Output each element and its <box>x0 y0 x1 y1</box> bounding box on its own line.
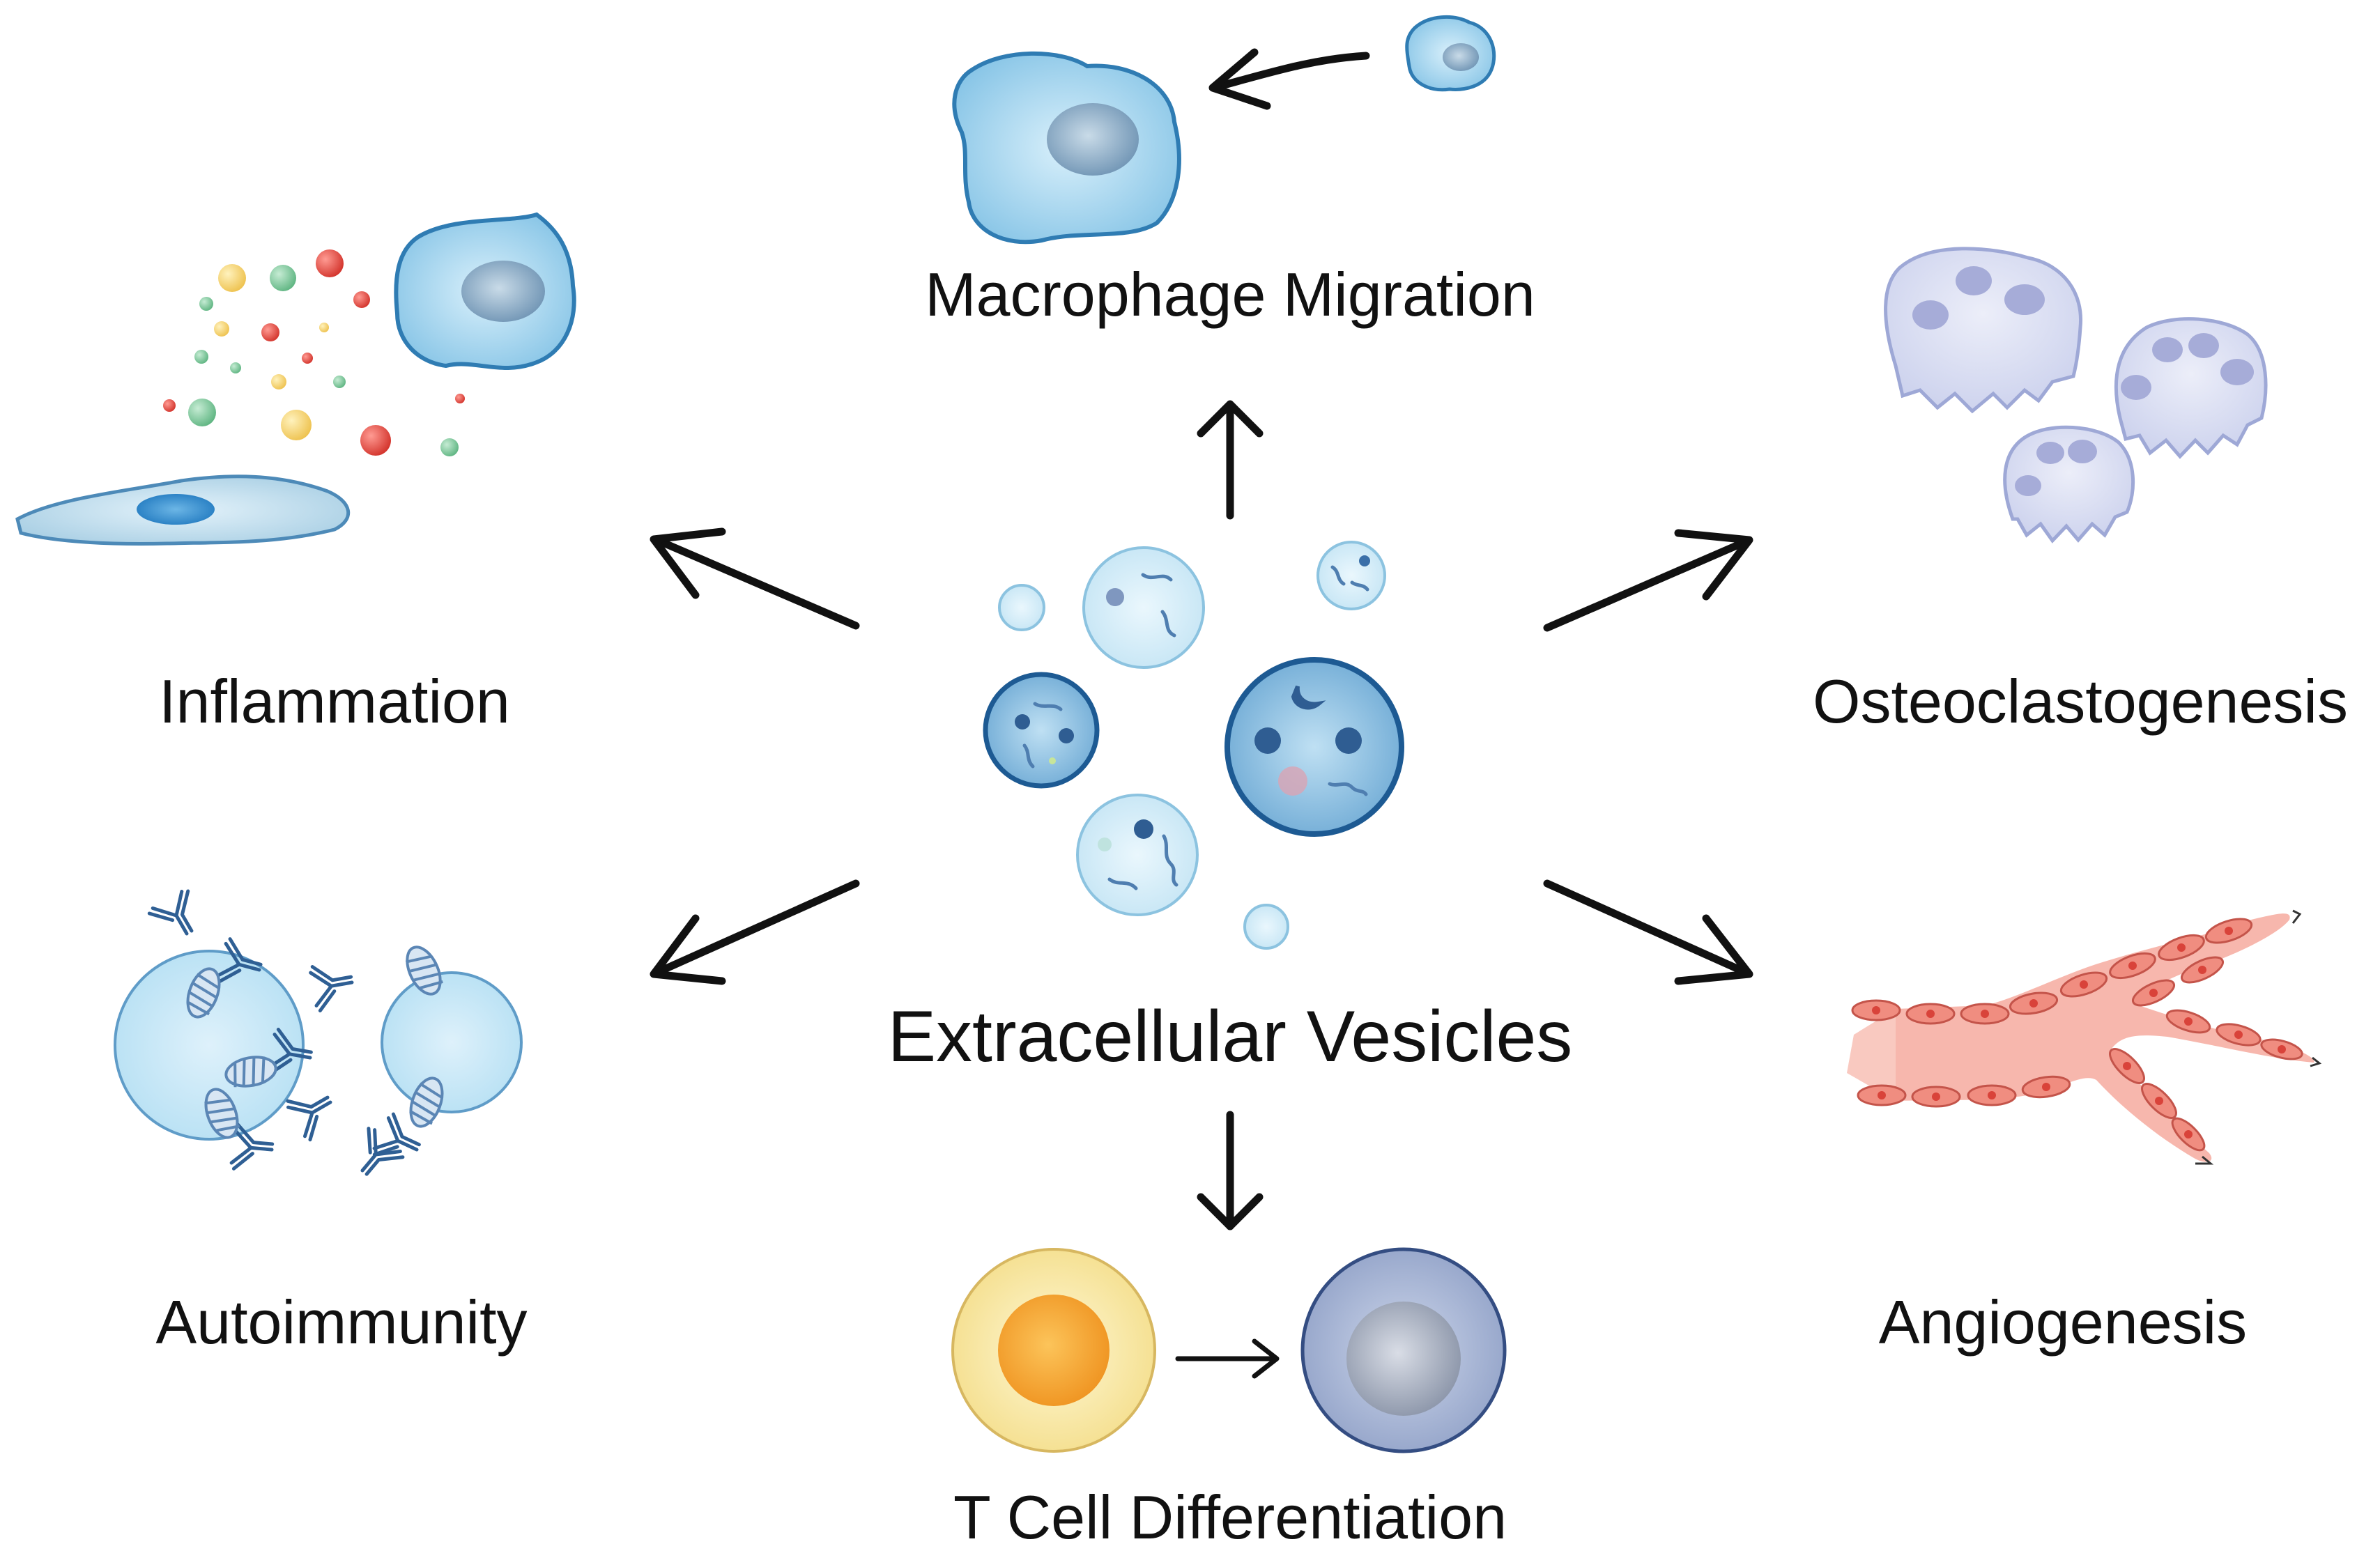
small-macrophage-icon <box>1405 15 1496 92</box>
t-cell-differentiation-label: T Cell Differentiation <box>953 1483 1507 1552</box>
macrophage-migration-label: Macrophage Migration <box>925 260 1535 329</box>
arrow-to-t-cell-differentiation <box>1197 1111 1264 1230</box>
angiogenesis-panel: Angiogenesis <box>1847 909 2322 1357</box>
arrow-to-angiogenesis <box>1543 879 1753 985</box>
cytokines-icon <box>163 249 465 456</box>
migration-arrow <box>1208 48 1370 110</box>
target-cell-icon-right <box>381 971 523 1113</box>
arrow-to-macrophage-migration <box>1197 400 1264 520</box>
extracellular-vesicles-cluster: Extracellular Vesicles <box>888 541 1573 1077</box>
extracellular-vesicles-label: Extracellular Vesicles <box>888 996 1573 1077</box>
differentiation-arrow <box>1175 1338 1280 1379</box>
macrophage-icon <box>394 212 576 370</box>
vesicle-icon-medium-1 <box>1082 546 1205 669</box>
osteoclastogenesis-panel: Osteoclastogenesis <box>1813 247 2348 736</box>
vesicle-icon-small-3 <box>1243 904 1289 950</box>
osteoclastogenesis-label: Osteoclastogenesis <box>1813 667 2348 736</box>
naive-t-cell-icon <box>951 1248 1156 1453</box>
blood-vessel-icon <box>1847 909 2322 1165</box>
arrow-to-inflammation <box>650 527 860 630</box>
autoimmunity-panel: Autoimmunity <box>114 889 528 1357</box>
vesicle-icon-small-2 <box>1316 541 1386 610</box>
t-cell-differentiation-panel: T Cell Differentiation <box>951 1247 1507 1552</box>
vesicle-icon-dark-large <box>1224 657 1404 837</box>
inflammation-panel: Inflammation <box>15 212 576 736</box>
arrow-to-osteoclastogenesis <box>1543 529 1753 632</box>
vesicle-icon-dark-1 <box>983 672 1100 789</box>
large-macrophage-icon <box>952 51 1181 245</box>
target-cell-icon-left <box>114 950 305 1141</box>
macrophage-migration-panel: Macrophage Migration <box>925 15 1535 329</box>
osteoclast-icon-2 <box>2114 317 2268 459</box>
autoimmunity-label: Autoimmunity <box>155 1288 527 1357</box>
inflammation-label: Inflammation <box>159 667 510 736</box>
angiogenesis-label: Angiogenesis <box>1879 1288 2247 1357</box>
fibroblast-icon <box>15 474 351 546</box>
vesicle-icon-medium-2 <box>1076 794 1199 916</box>
osteoclast-icon-3 <box>2003 425 2135 543</box>
osteoclast-icon-1 <box>1884 247 2083 414</box>
differentiated-t-cell-icon <box>1300 1247 1507 1453</box>
arrow-to-autoimmunity <box>650 879 860 985</box>
vesicle-icon-small-1 <box>998 584 1045 631</box>
